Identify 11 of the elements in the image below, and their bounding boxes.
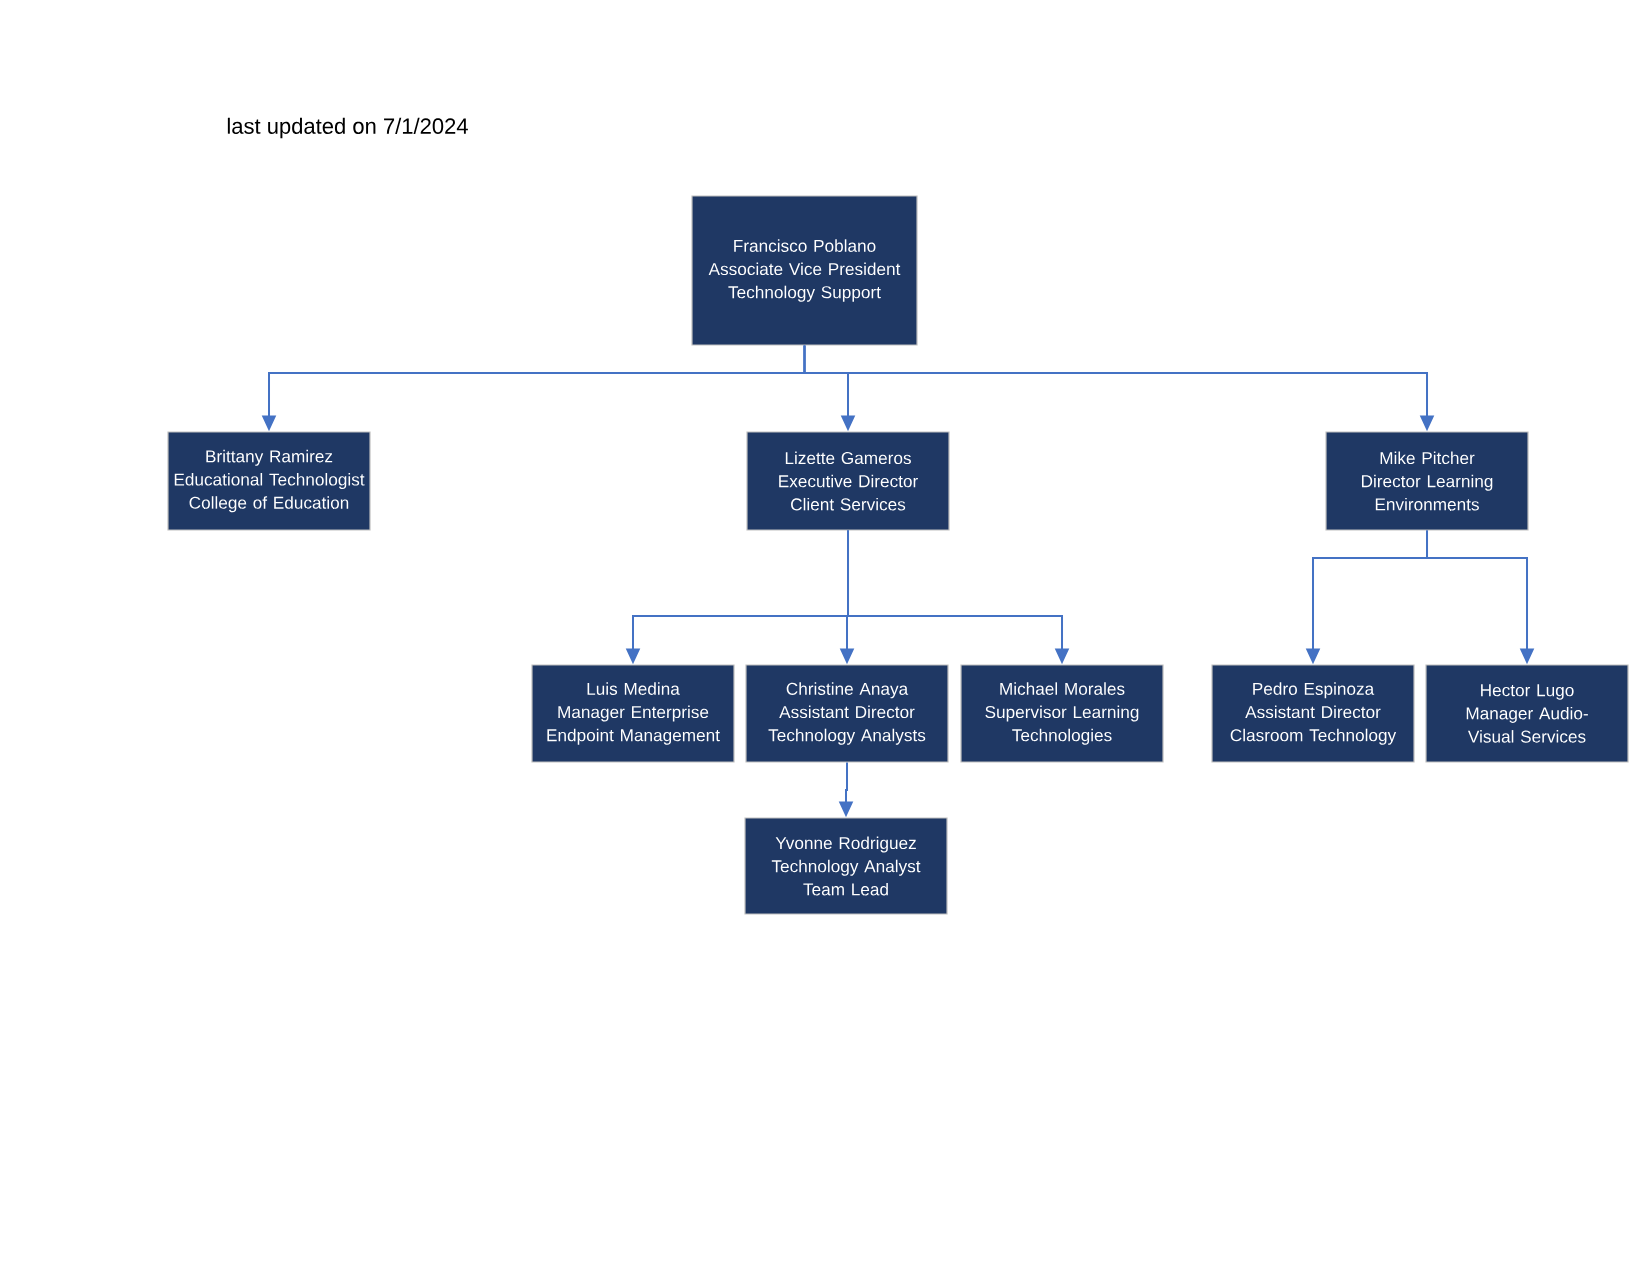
- org-box: Lizette Gameros Executive Director Client Services: [746, 431, 950, 531]
- update-note: last updated on 7/1/2024: [227, 117, 468, 139]
- org-box: Christine Anaya Assistant Director Technology Analysts: [745, 664, 949, 763]
- org-box: Brittany Ramirez Educational Technologist College of Education: [167, 431, 371, 531]
- org-box: Francisco Poblano Associate Vice President Technology Support: [691, 195, 918, 346]
- org-box: Pedro Espinoza Assistant Director Clasroom Technology: [1211, 664, 1415, 763]
- org-box: Luis Medina Manager Enterprise Endpoint Management: [531, 664, 735, 763]
- org-box: Mike Pitcher Director Learning Environments: [1325, 431, 1529, 531]
- org-box: Hector Lugo Manager Audio-Visual Services: [1425, 664, 1629, 763]
- org-box: Yvonne Rodriguez Technology Analyst Team Lead: [744, 817, 948, 915]
- org-box: Michael Morales Supervisor Learning Technologies: [960, 664, 1164, 763]
